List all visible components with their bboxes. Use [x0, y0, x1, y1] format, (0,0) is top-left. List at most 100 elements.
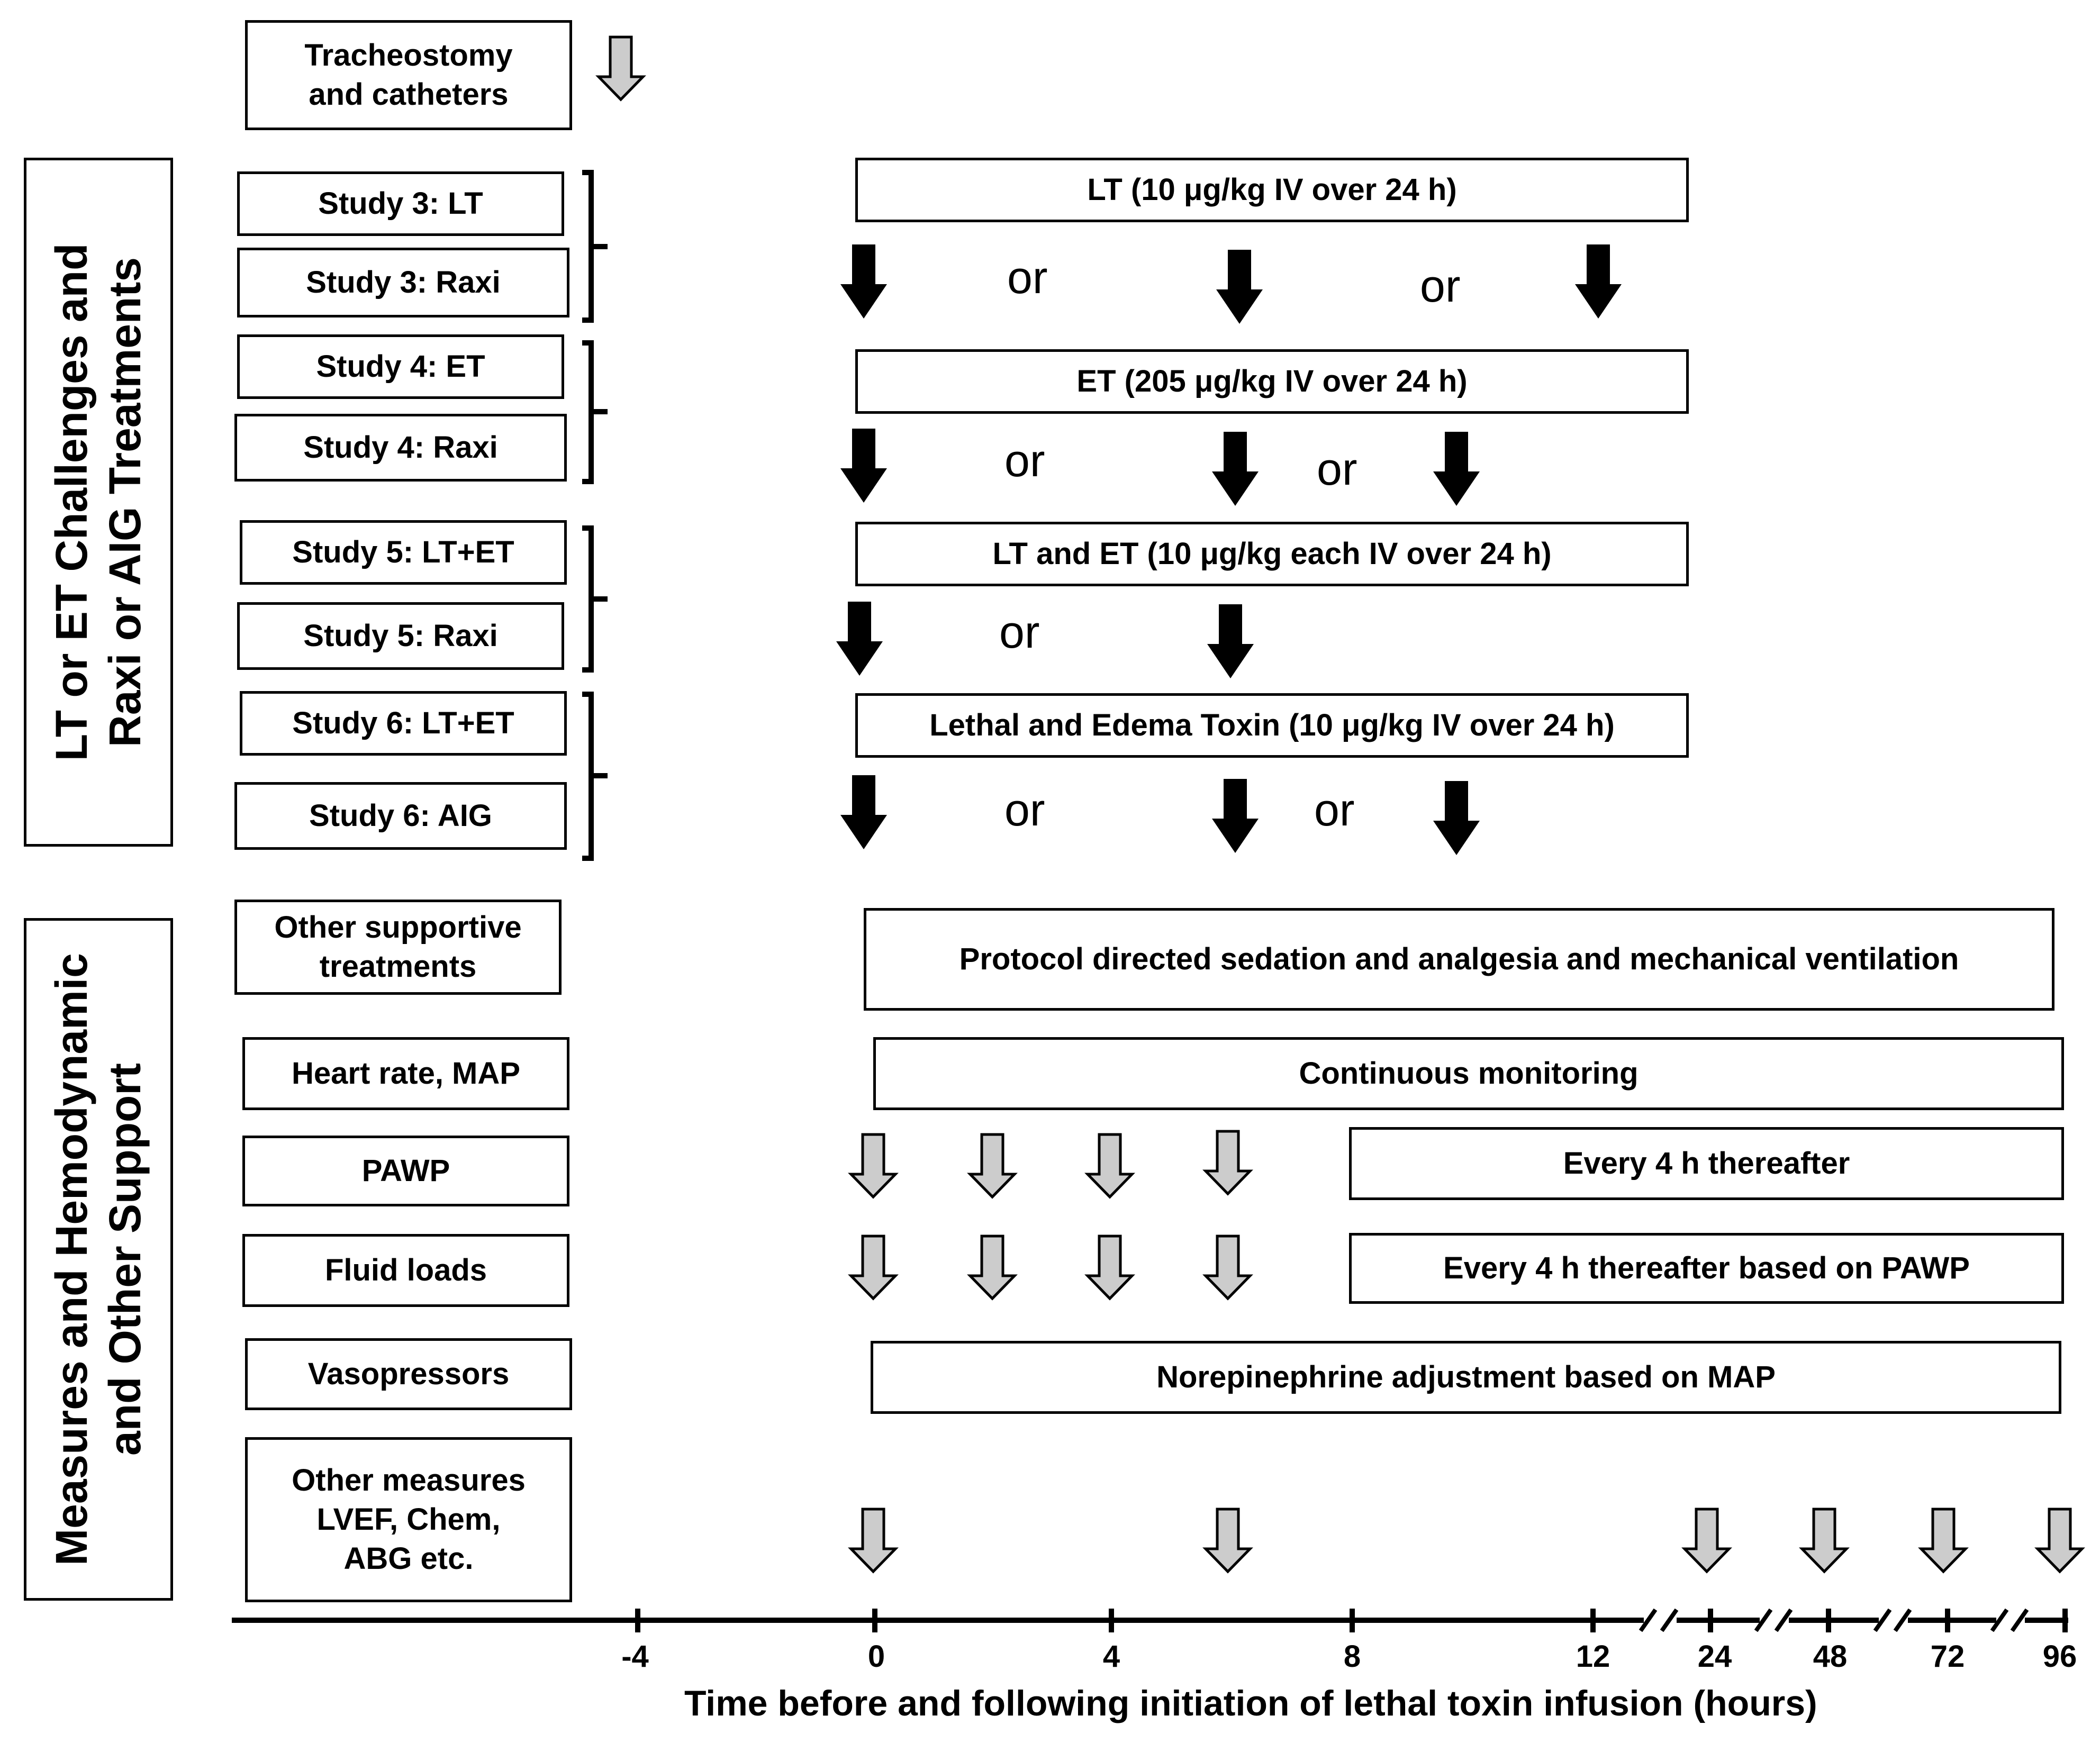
heart-rate-label: Heart rate, MAP	[292, 1056, 520, 1091]
solid-arrow-icon	[840, 775, 887, 849]
or-label: or	[999, 607, 1040, 658]
monitoring-text: Continuous monitoring	[1299, 1056, 1639, 1091]
bracket-study-5	[582, 525, 608, 673]
tracheostomy-line1: Tracheostomy	[304, 38, 513, 72]
tick-label: 12	[1576, 1639, 1610, 1674]
axis-break-mark	[1774, 1608, 1793, 1632]
axis-break-mark	[1893, 1608, 1912, 1632]
axis-break-mark	[1990, 1608, 2009, 1632]
fluid-thereafter-bar: Every 4 h thereafter based on PAWP	[1349, 1233, 2064, 1304]
pawp-thereafter-bar: Every 4 h thereafter	[1349, 1127, 2064, 1200]
or-label: or	[1314, 785, 1355, 836]
open-arrow-icon	[1206, 1236, 1250, 1299]
other-measures-line1: Other measures	[292, 1463, 526, 1497]
tick-label: 24	[1697, 1639, 1732, 1674]
open-arrow-icon	[851, 1236, 895, 1299]
time-axis	[232, 1608, 2068, 1632]
study-6-aig-label: Study 6: AIG	[309, 798, 492, 833]
fluid-thereafter-text: Every 4 h thereafter based on PAWP	[1443, 1250, 1970, 1285]
open-arrow-icon	[851, 1509, 895, 1572]
bracket-study-4	[582, 340, 608, 484]
open-arrow-icon	[1206, 1131, 1250, 1194]
axis-break-mark	[1639, 1608, 1658, 1632]
study-3-raxi-label: Study 3: Raxi	[306, 265, 501, 299]
fluid-loads-box: Fluid loads	[242, 1234, 569, 1307]
vasopressors-label: Vasopressors	[307, 1356, 510, 1391]
norepinephrine-text: Norepinephrine adjustment based on MAP	[1156, 1359, 1776, 1394]
sedation-bar: Protocol directed sedation and analgesia…	[864, 908, 2054, 1011]
or-label: or	[1007, 252, 1048, 303]
open-arrow-icon	[1088, 1236, 1132, 1299]
solid-arrow-icon	[1212, 432, 1259, 506]
tick-label: 8	[1343, 1639, 1361, 1674]
solid-arrow-icon	[840, 429, 887, 503]
infusion-bar-lethal-edema: Lethal and Edema Toxin (10 μg/kg IV over…	[855, 693, 1689, 758]
fluid-loads-label: Fluid loads	[324, 1252, 487, 1287]
tick-label: 96	[2042, 1639, 2077, 1674]
infusion-lethal-edema-text: Lethal and Edema Toxin (10 μg/kg IV over…	[929, 707, 1615, 742]
study-6-lt-et-label: Study 6: LT+ET	[292, 705, 514, 740]
study-5-raxi-label: Study 5: Raxi	[303, 618, 498, 653]
axis-break-mark	[1660, 1608, 1679, 1632]
solid-arrow-icon	[1433, 781, 1480, 855]
tick-label: 72	[1930, 1639, 1965, 1674]
open-arrow-icon	[970, 1134, 1015, 1197]
axis-break-mark	[1754, 1608, 1773, 1632]
bracket-study-6	[582, 692, 608, 861]
study-4-et-label: Study 4: ET	[316, 349, 485, 384]
study-3-lt-label: Study 3: LT	[318, 186, 483, 221]
infusion-et-text: ET (205 μg/kg IV over 24 h)	[1076, 364, 1468, 398]
heart-rate-box: Heart rate, MAP	[242, 1037, 569, 1110]
other-measures-line2: LVEF, Chem,	[316, 1502, 501, 1537]
study-6-lt-et-box: Study 6: LT+ET	[240, 691, 567, 756]
study-5-raxi-box: Study 5: Raxi	[237, 602, 564, 670]
monitoring-bar: Continuous monitoring	[873, 1037, 2064, 1110]
other-supportive-line1: Other supportive	[274, 910, 522, 945]
solid-arrow-icon	[1212, 779, 1259, 853]
tick-label: 0	[867, 1639, 885, 1674]
open-arrow-icon	[599, 37, 643, 99]
pawp-label: PAWP	[361, 1153, 450, 1188]
infusion-lt-et-text: LT and ET (10 μg/kg each IV over 24 h)	[992, 536, 1552, 571]
tracheostomy-line2: and catheters	[309, 77, 509, 112]
axis-title: Time before and following initiation of …	[684, 1683, 1817, 1723]
pawp-thereafter-text: Every 4 h thereafter	[1563, 1146, 1850, 1181]
open-arrow-icon	[1685, 1509, 1729, 1572]
pawp-box: PAWP	[242, 1136, 569, 1206]
solid-arrow-icon	[836, 602, 883, 676]
study-5-lt-et-label: Study 5: LT+ET	[292, 534, 514, 569]
open-arrow-icon	[851, 1134, 895, 1197]
norepinephrine-bar: Norepinephrine adjustment based on MAP	[871, 1341, 2061, 1414]
study-4-et-box: Study 4: ET	[237, 334, 564, 399]
other-supportive-line2: treatments	[319, 949, 477, 984]
axis-break-mark	[1873, 1608, 1892, 1632]
study-4-raxi-label: Study 4: Raxi	[303, 430, 498, 465]
solid-arrow-icon	[1207, 604, 1254, 678]
solid-arrow-icon	[1433, 432, 1480, 506]
tick-label: 4	[1102, 1639, 1120, 1674]
open-arrow-icon	[2038, 1509, 2082, 1572]
study-3-raxi-box: Study 3: Raxi	[237, 248, 569, 317]
study-5-lt-et-box: Study 5: LT+ET	[240, 520, 567, 585]
or-label: or	[1004, 785, 1045, 836]
axis-break-mark	[2010, 1608, 2029, 1632]
open-arrow-icon	[1206, 1509, 1250, 1572]
tick-label: 48	[1813, 1639, 1848, 1674]
infusion-lt-text: LT (10 μg/kg IV over 24 h)	[1087, 172, 1457, 207]
infusion-bar-lt: LT (10 μg/kg IV over 24 h)	[855, 158, 1689, 222]
solid-arrow-icon	[1216, 250, 1263, 324]
sedation-text: Protocol directed sedation and analgesia…	[959, 941, 1959, 976]
study-3-lt-box: Study 3: LT	[237, 171, 564, 236]
infusion-bar-et: ET (205 μg/kg IV over 24 h)	[855, 349, 1689, 414]
open-arrow-icon	[1921, 1509, 1966, 1572]
study-6-aig-box: Study 6: AIG	[234, 782, 567, 850]
or-label: or	[1317, 444, 1357, 495]
open-arrow-icon	[970, 1236, 1015, 1299]
tracheostomy-box: Tracheostomy and catheters	[245, 20, 572, 130]
solid-arrow-icon	[840, 244, 887, 319]
open-arrow-icon	[1802, 1509, 1846, 1572]
